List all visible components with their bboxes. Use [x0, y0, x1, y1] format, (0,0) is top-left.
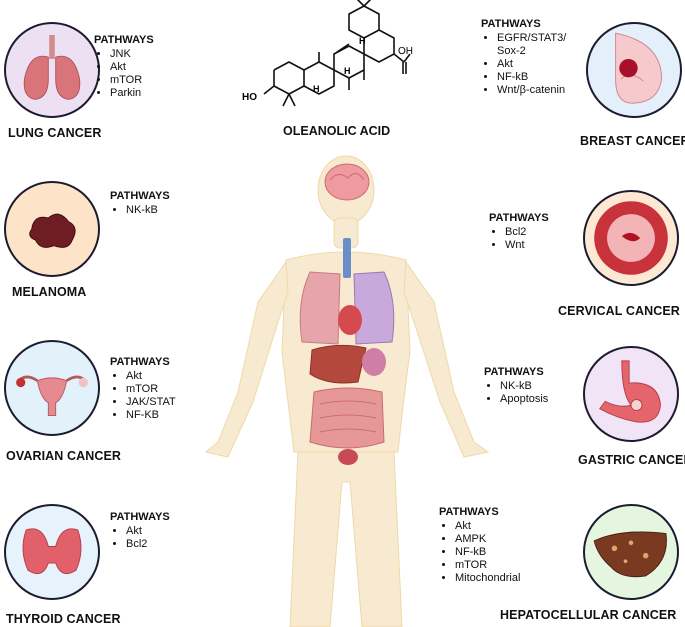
pathway-item: Parkin — [110, 87, 154, 100]
lung-cancer-illustration — [4, 22, 100, 118]
lung-pathways: PATHWAYS JNK Akt mTOR Parkin — [94, 34, 154, 100]
pathways-title: PATHWAYS — [481, 18, 541, 30]
cervical-pathways: PATHWAYS Bcl2 Wnt — [489, 212, 549, 252]
cervical-cancer-illustration — [583, 190, 679, 286]
pathway-item: JNK — [110, 48, 154, 61]
cervical-cancer-label: CERVICAL CANCER — [558, 304, 680, 318]
pathway-item: EGFR/STAT3/ — [497, 32, 566, 45]
pathway-item: Bcl2 — [126, 538, 170, 551]
compound-name: OLEANOLIC ACID — [283, 124, 391, 138]
pathway-item: Wnt/β-catenin — [497, 84, 566, 97]
pathway-item: NK-kB — [126, 204, 170, 217]
pathways-title: PATHWAYS — [489, 212, 549, 224]
gastric-pathways: PATHWAYS NK-kB Apoptosis — [484, 366, 548, 406]
ovarian-cancer-label: OVARIAN CANCER — [6, 449, 122, 463]
lungs-icon — [23, 35, 81, 100]
h-label-3: H — [359, 36, 366, 46]
pathway-item: Bcl2 — [505, 226, 549, 239]
cervix-icon — [594, 201, 668, 275]
breast-pathways: PATHWAYS EGFR/STAT3/ Sox-2 Akt NF-kB Wnt… — [481, 18, 566, 97]
h-label-1: H — [313, 84, 320, 94]
pathway-item: NF-KB — [126, 409, 176, 422]
stomach-icon — [599, 360, 661, 423]
pathway-item: Mitochondrial — [455, 572, 520, 585]
pathway-item: Akt — [110, 61, 154, 74]
thyroid-pathways: PATHWAYS Akt Bcl2 — [110, 511, 170, 551]
melanoma-icon — [29, 213, 76, 248]
melanoma-pathways: PATHWAYS NK-kB — [110, 190, 170, 217]
pathway-item: JAK/STAT — [126, 396, 176, 409]
pathways-title: PATHWAYS — [484, 366, 544, 378]
melanoma-label: MELANOMA — [12, 285, 87, 299]
uterus-icon — [16, 375, 88, 417]
pathway-item: Akt — [455, 520, 520, 533]
thyroid-cancer-illustration — [4, 504, 100, 600]
thyroid-cancer-label: THYROID CANCER — [6, 612, 121, 626]
pathway-item: Sox-2 — [497, 45, 526, 57]
pathways-title: PATHWAYS — [110, 511, 170, 523]
pathway-item: Apoptosis — [500, 393, 548, 406]
acid-oh-label: OH — [398, 46, 413, 57]
pathway-item: mTOR — [110, 74, 154, 87]
lung-cancer-label: LUNG CANCER — [8, 126, 102, 140]
pathway-item: Wnt — [505, 239, 549, 252]
pathways-title: PATHWAYS — [94, 34, 154, 46]
hepatocellular-cancer-label: HEPATOCELLULAR CANCER — [500, 608, 677, 622]
breast-cancer-label: BREAST CANCER — [580, 134, 685, 148]
pathway-item: mTOR — [126, 383, 176, 396]
pathway-item: NK-kB — [500, 380, 548, 393]
breast-cancer-illustration — [586, 22, 682, 118]
hepatocellular-pathways: PATHWAYS Akt AMPK NF-kB mTOR Mitochondri… — [439, 506, 520, 585]
pathway-item: Akt — [497, 58, 566, 71]
breast-icon — [615, 32, 663, 104]
pathway-item: mTOR — [455, 559, 520, 572]
human-body-illustration — [204, 155, 490, 627]
ho-label: HO — [242, 92, 257, 103]
ovarian-pathways: PATHWAYS Akt mTOR JAK/STAT NF-KB — [110, 356, 176, 422]
gastric-cancer-label: GASTRIC CANCER — [578, 453, 685, 467]
h-label-2: H — [344, 66, 351, 76]
oleanolic-acid-structure: OH HO H H H — [242, 0, 413, 107]
pathways-title: PATHWAYS — [439, 506, 499, 518]
thyroid-icon — [22, 528, 82, 575]
hepatocellular-cancer-illustration — [583, 504, 679, 600]
pathway-item: NF-kB — [497, 71, 566, 84]
pathways-title: PATHWAYS — [110, 356, 170, 368]
pathways-title: PATHWAYS — [110, 190, 170, 202]
pathway-item: NF-kB — [455, 546, 520, 559]
gastric-cancer-illustration — [583, 346, 679, 442]
pathway-item: Akt — [126, 370, 176, 383]
ovarian-cancer-illustration — [4, 340, 100, 436]
melanoma-illustration — [4, 181, 100, 277]
pathway-item: Akt — [126, 525, 170, 538]
liver-icon — [593, 531, 667, 578]
pathway-item: AMPK — [455, 533, 520, 546]
